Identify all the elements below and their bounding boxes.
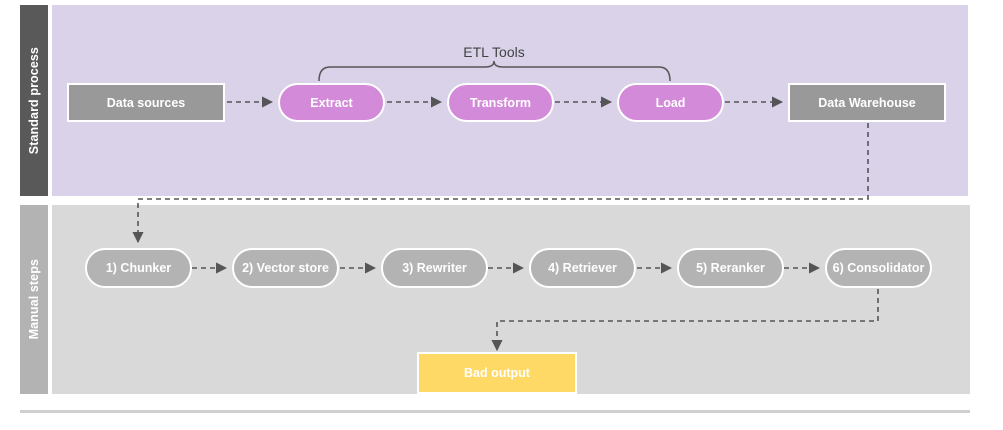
node-data-warehouse[interactable]: Data Warehouse: [788, 83, 946, 122]
node-consolidator-label: 6) Consolidator: [832, 261, 925, 275]
node-rewriter[interactable]: 3) Rewriter: [381, 248, 488, 288]
node-reranker-label: 5) Reranker: [696, 261, 765, 275]
node-data-sources[interactable]: Data sources: [67, 83, 225, 122]
node-load[interactable]: Load: [617, 83, 724, 122]
node-chunker[interactable]: 1) Chunker: [85, 248, 192, 288]
bottom-divider: [20, 410, 970, 413]
node-chunker-label: 1) Chunker: [105, 261, 172, 275]
node-consolidator[interactable]: 6) Consolidator: [825, 248, 932, 288]
node-data-warehouse-label: Data Warehouse: [818, 95, 916, 110]
node-data-sources-label: Data sources: [106, 95, 186, 110]
node-retriever[interactable]: 4) Retriever: [529, 248, 636, 288]
node-rewriter-label: 3) Rewriter: [402, 261, 467, 275]
lane-label-manual-steps: Manual steps: [20, 205, 48, 394]
node-transform-label: Transform: [469, 95, 532, 110]
lane-label-manual-steps-text: Manual steps: [27, 259, 41, 340]
node-bad-output-label: Bad output: [464, 366, 530, 380]
node-transform[interactable]: Transform: [447, 83, 554, 122]
node-load-label: Load: [655, 95, 686, 110]
lane-label-standard-process: Standard process: [20, 5, 48, 196]
node-reranker[interactable]: 5) Reranker: [677, 248, 784, 288]
node-vector-store[interactable]: 2) Vector store: [232, 248, 339, 288]
lane-label-standard-process-text: Standard process: [27, 46, 41, 155]
node-extract[interactable]: Extract: [278, 83, 385, 122]
node-bad-output[interactable]: Bad output: [417, 352, 577, 394]
node-vector-store-label: 2) Vector store: [242, 261, 329, 275]
node-retriever-label: 4) Retriever: [548, 261, 617, 275]
node-extract-label: Extract: [310, 95, 353, 110]
etl-tools-label: ETL Tools: [463, 44, 525, 60]
